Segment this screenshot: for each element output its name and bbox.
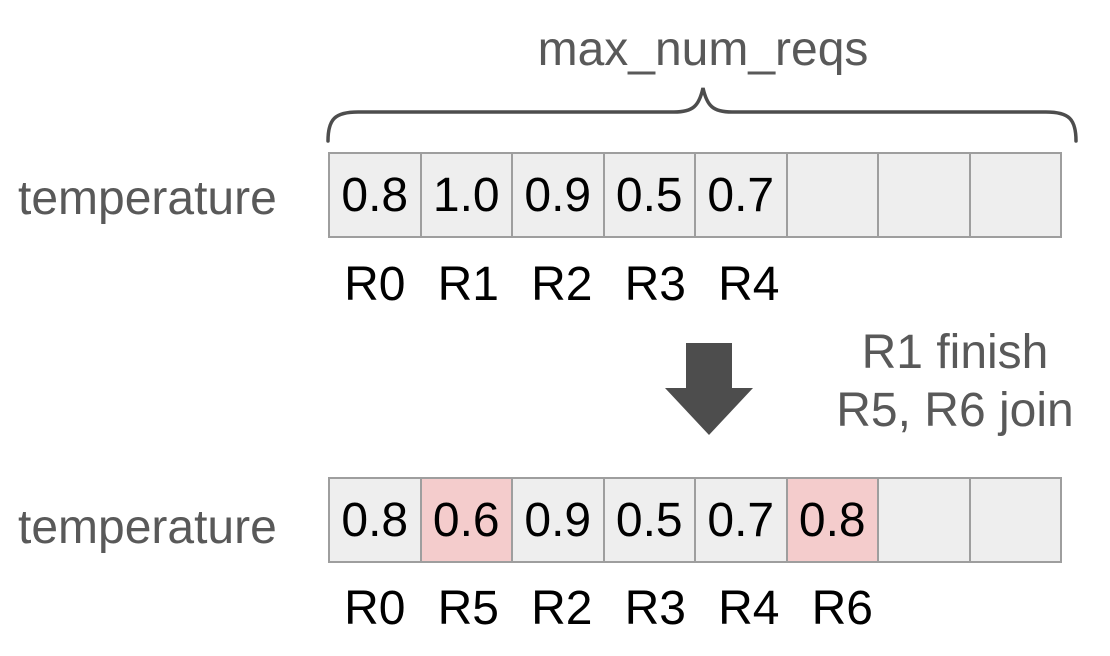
request-id: R6	[811, 582, 873, 635]
request-id-empty	[983, 584, 1077, 634]
transition-note-line1: R1 finish	[861, 326, 1049, 379]
request-id-empty	[796, 260, 890, 310]
curly-brace-icon	[326, 87, 1078, 143]
temperature-label-before: temperature	[18, 172, 277, 225]
transition-note: R1 finish R5, R6 join	[805, 324, 1105, 440]
request-id: R3	[624, 582, 686, 635]
transition-note-line2: R5, R6 join	[836, 384, 1074, 437]
request-id-empty	[889, 260, 983, 310]
temperature-array-after: 0.8 0.6 0.9 0.5 0.7 0.8	[328, 477, 1062, 563]
array-cell-empty	[785, 152, 879, 238]
array-cell: 1.0	[419, 152, 513, 238]
array-cell-empty	[968, 477, 1062, 563]
request-id: R4	[718, 258, 780, 311]
down-arrow-icon	[665, 343, 753, 435]
array-cell: 0.9	[511, 477, 605, 563]
request-id: R5	[437, 582, 499, 635]
max-num-reqs-label: max_num_reqs	[537, 23, 869, 76]
array-cell: 0.8	[328, 477, 422, 563]
request-id-empty	[983, 260, 1077, 310]
request-id: R2	[531, 582, 593, 635]
request-id-empty	[889, 584, 983, 634]
request-id: R4	[718, 582, 780, 635]
request-id: R2	[531, 258, 593, 311]
array-cell: 0.7	[694, 477, 788, 563]
array-cell: 0.5	[602, 152, 696, 238]
array-cell-empty	[877, 152, 971, 238]
array-cell-highlighted: 0.6	[419, 477, 513, 563]
array-cell: 0.9	[511, 152, 605, 238]
request-id-row-after: R0 R5 R2 R3 R4 R6	[328, 584, 1076, 634]
request-id-row-before: R0 R1 R2 R3 R4	[328, 260, 1076, 310]
request-id: R1	[437, 258, 499, 311]
array-cell-empty	[877, 477, 971, 563]
request-id: R0	[344, 582, 406, 635]
request-id: R0	[344, 258, 406, 311]
array-cell: 0.8	[328, 152, 422, 238]
array-cell: 0.7	[694, 152, 788, 238]
temperature-label-after: temperature	[18, 501, 277, 554]
array-cell-highlighted: 0.8	[785, 477, 879, 563]
temperature-array-before: 0.8 1.0 0.9 0.5 0.7	[328, 152, 1062, 238]
array-cell-empty	[968, 152, 1062, 238]
request-id: R3	[624, 258, 686, 311]
array-cell: 0.5	[602, 477, 696, 563]
